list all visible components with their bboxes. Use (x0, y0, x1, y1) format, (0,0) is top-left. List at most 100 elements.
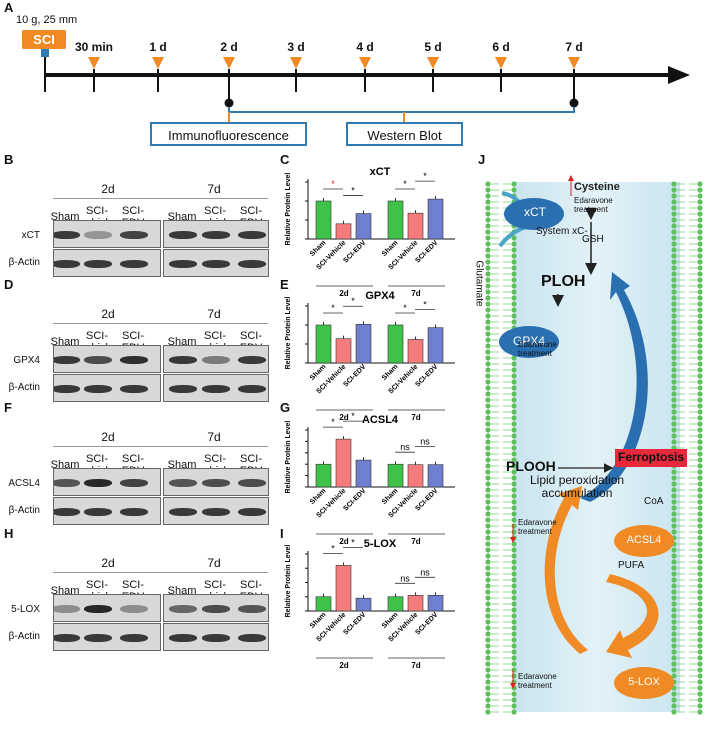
lox-label: 5-LOX (628, 676, 660, 688)
lipid-head (671, 223, 677, 229)
actin-blot-strip (163, 374, 269, 402)
lipid-head (511, 235, 517, 241)
lipid-head (671, 643, 677, 649)
lipid-head (671, 691, 677, 697)
lipid-head (671, 421, 677, 427)
timepoint-divider (160, 572, 268, 573)
lipid-head (485, 691, 491, 697)
lipid-head (511, 187, 517, 193)
lipid-head (697, 379, 703, 385)
orange-down-arrow (606, 574, 659, 658)
lipid-head (485, 373, 491, 379)
day-label: 3 d (287, 40, 305, 54)
protein-label: xCT (21, 230, 40, 241)
lipid-head (671, 487, 677, 493)
lipid-head (671, 601, 677, 607)
lipid-head (485, 631, 491, 637)
lipid-head (697, 553, 703, 559)
lipid-head (697, 235, 703, 241)
lipid-head (697, 475, 703, 481)
lipid-head (697, 493, 703, 499)
lipid-head (697, 559, 703, 565)
lipid-head (697, 547, 703, 553)
lipid-head (671, 229, 677, 235)
lipid-head (485, 265, 491, 271)
edaravone-label-1: Edaravone treatment (574, 196, 613, 214)
protein-band (120, 605, 148, 613)
timepoint-label: 7d (207, 182, 221, 196)
y-axis-label: Relative Protein Level (285, 545, 292, 618)
lipid-head (697, 577, 703, 583)
bar (427, 327, 444, 364)
timeline-graphic (41, 49, 690, 122)
lipid-head (671, 235, 677, 241)
day-marker (359, 57, 371, 69)
lipid-head (485, 217, 491, 223)
lipid-head (671, 517, 677, 523)
lipid-head (485, 523, 491, 529)
lipid-head (697, 319, 703, 325)
lipid-head (485, 409, 491, 415)
day-ticks (88, 57, 580, 92)
lipid-head (697, 613, 703, 619)
lipid-head (697, 373, 703, 379)
lipid-head (697, 427, 703, 433)
xct-oval (504, 198, 564, 230)
day-label: 30 min (74, 40, 114, 54)
lipid-head (485, 397, 491, 403)
protein-band (238, 479, 266, 487)
significance-mark: * (331, 417, 335, 427)
lipid-head (697, 391, 703, 397)
lipid-head (511, 301, 517, 307)
lipid-head (511, 703, 517, 709)
lipid-head (697, 565, 703, 571)
lipid-head (511, 463, 517, 469)
lipid-head (697, 403, 703, 409)
lipid-head (511, 403, 517, 409)
actin-blot-strip (163, 249, 269, 277)
day-marker (88, 57, 100, 69)
lipid-head (485, 481, 491, 487)
lipid-head (485, 703, 491, 709)
lipid-head (671, 301, 677, 307)
lipid-head (697, 601, 703, 607)
significance-mark: * (351, 537, 355, 547)
lipid-head (671, 703, 677, 709)
gsh-label: GSH (582, 234, 604, 245)
protein-label: GPX4 (13, 355, 40, 366)
lipid-head (511, 319, 517, 325)
lipid-head (671, 325, 677, 331)
lipid-head (511, 637, 517, 643)
lipid-head (511, 613, 517, 619)
lipid-head (697, 511, 703, 517)
lipid-head (485, 559, 491, 565)
lipid-head (697, 337, 703, 343)
protein-band (84, 356, 112, 364)
pufa-label: PUFA (618, 560, 645, 571)
lipid-head (485, 445, 491, 451)
day-label: 5 d (424, 40, 442, 54)
lipid-head (511, 655, 517, 661)
lipid-head (697, 517, 703, 523)
lipid-head (671, 253, 677, 259)
lipid-head (671, 307, 677, 313)
lipid-head (697, 301, 703, 307)
lipid-head (671, 259, 677, 265)
lipid-head (697, 487, 703, 493)
lipid-head (511, 367, 517, 373)
lipid-head (485, 553, 491, 559)
lipid-head (697, 667, 703, 673)
actin-blot-strip (163, 623, 269, 651)
lipid-head (671, 199, 677, 205)
lipid-head (511, 487, 517, 493)
glutamate-label: Glutamate (473, 260, 485, 307)
lipid-head (485, 601, 491, 607)
lipid-head (671, 709, 677, 715)
lipid-head (485, 685, 491, 691)
lipid-head (671, 475, 677, 481)
day-label: 7 d (565, 40, 583, 54)
lipid-head (697, 187, 703, 193)
day-marker (223, 57, 235, 69)
protein-band (54, 605, 80, 613)
timepoint-divider (160, 323, 268, 324)
